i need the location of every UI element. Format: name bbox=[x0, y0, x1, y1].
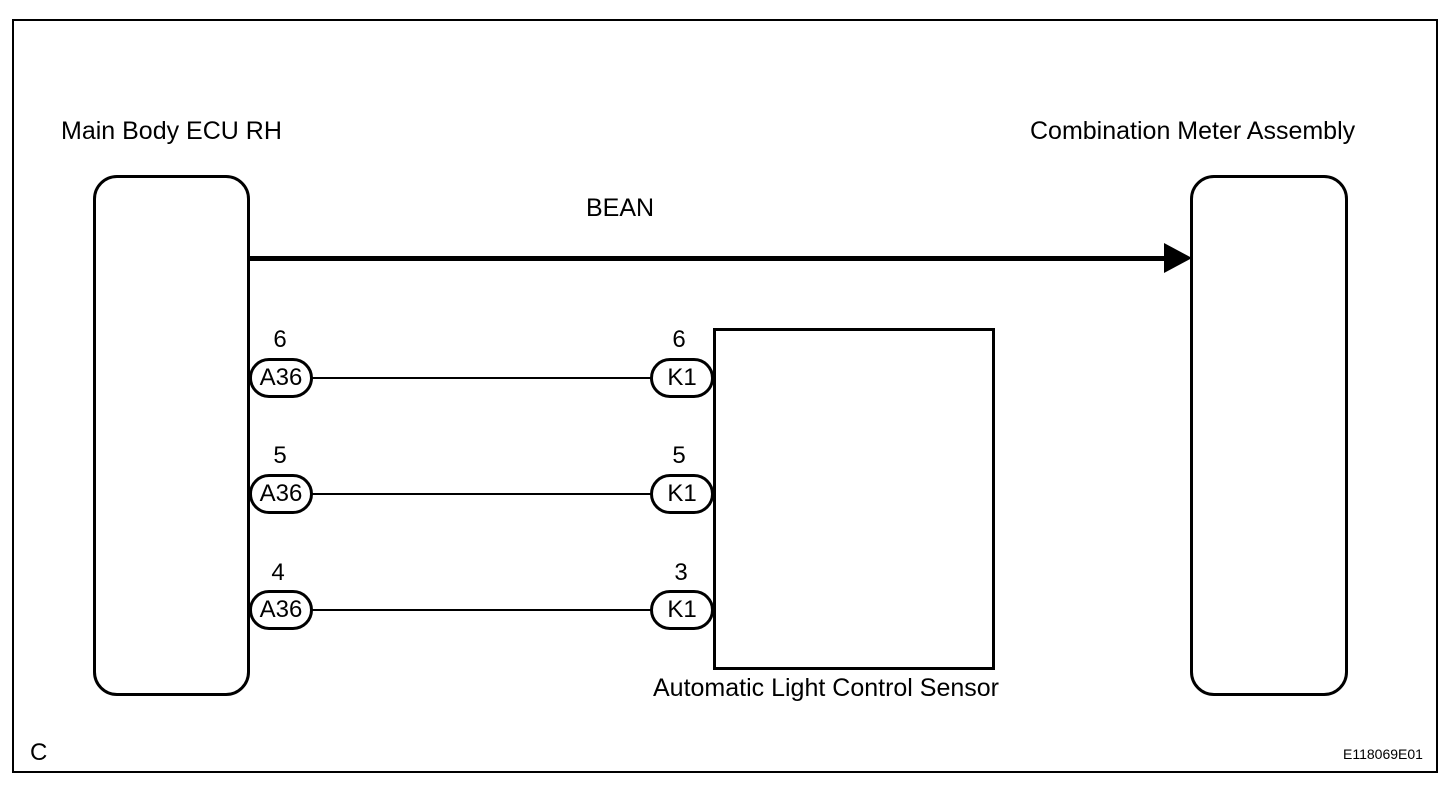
figure-id: E118069E01 bbox=[1343, 746, 1423, 762]
ecu-pin-number: 5 bbox=[273, 442, 287, 469]
bean-arrow-head-icon bbox=[1164, 243, 1192, 273]
light-control-sensor-box bbox=[713, 328, 995, 670]
sensor-pin-number: 6 bbox=[672, 326, 686, 353]
sensor-connector: K1 bbox=[650, 358, 714, 398]
sensor-pin-number: 3 bbox=[674, 559, 688, 586]
sensor-connector: K1 bbox=[650, 590, 714, 630]
diagram-frame bbox=[12, 19, 1438, 773]
middle-component-label: Automatic Light Control Sensor bbox=[653, 674, 1000, 702]
right-component-label: Combination Meter Assembly bbox=[1030, 117, 1356, 145]
ecu-pin-number: 6 bbox=[273, 326, 287, 353]
ecu-connector: A36 bbox=[249, 474, 313, 514]
corner-label: C bbox=[30, 739, 48, 766]
combination-meter-box bbox=[1190, 175, 1348, 696]
bean-bus-line bbox=[250, 256, 1166, 261]
ecu-pin-number: 4 bbox=[271, 559, 285, 586]
bus-label: BEAN bbox=[586, 194, 655, 222]
wire bbox=[311, 609, 652, 611]
left-component-label: Main Body ECU RH bbox=[61, 117, 282, 145]
sensor-connector: K1 bbox=[650, 474, 714, 514]
wire bbox=[311, 377, 652, 379]
wire bbox=[311, 493, 652, 495]
ecu-connector: A36 bbox=[249, 358, 313, 398]
main-body-ecu-box bbox=[93, 175, 250, 696]
ecu-connector: A36 bbox=[249, 590, 313, 630]
sensor-pin-number: 5 bbox=[672, 442, 686, 469]
